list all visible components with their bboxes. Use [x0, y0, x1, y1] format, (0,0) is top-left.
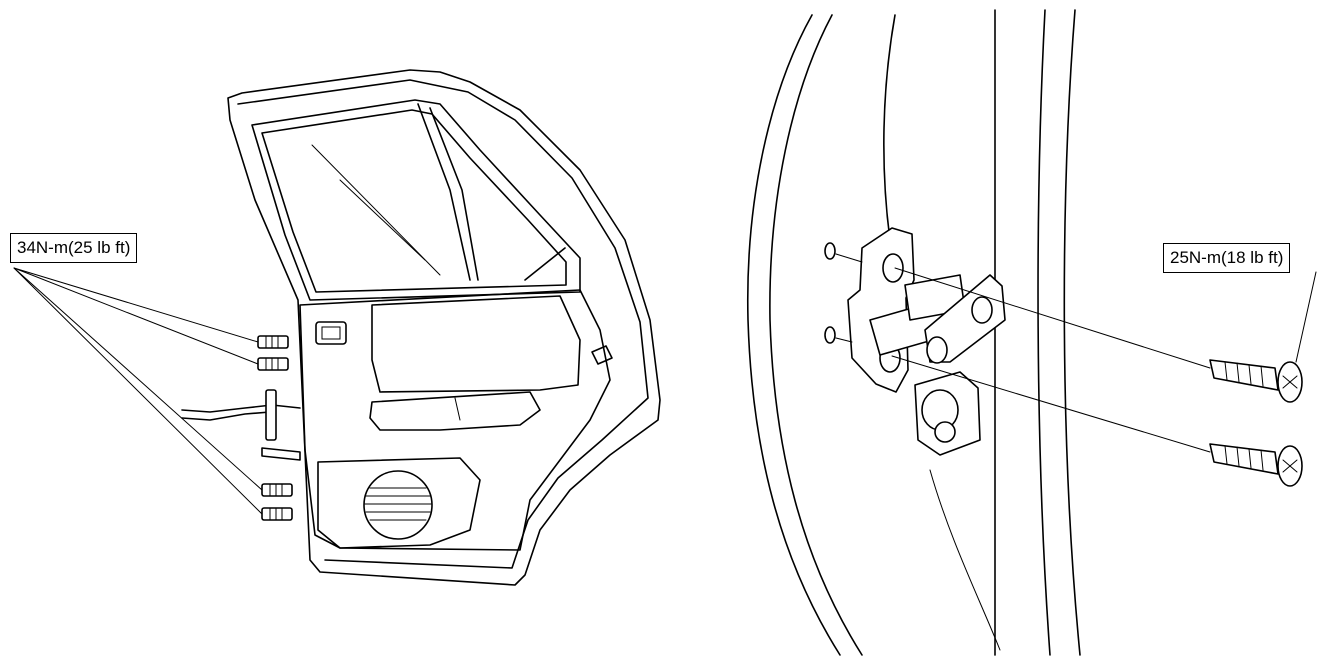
rear-door-assembly: [227, 69, 661, 586]
door-bolts-left: [257, 335, 293, 521]
hinge-screws: [891, 267, 1303, 487]
callout-leaders-left: [13, 267, 263, 515]
torque-callout-left: 34N-m(25 lb ft): [10, 233, 138, 263]
callout-leader-right: [1295, 271, 1317, 363]
body-pin-holes: [824, 242, 863, 344]
hinge-screw-lower: [1209, 443, 1303, 487]
speaker-grille-lines: [364, 487, 432, 521]
door-body-panel: [746, 9, 1081, 656]
torque-callout-right: 25N-m(18 lb ft): [1163, 243, 1291, 273]
wiring-harness: [181, 389, 301, 461]
hinge-bracket: [847, 227, 1006, 456]
hinge-screw-upper: [1209, 359, 1303, 403]
